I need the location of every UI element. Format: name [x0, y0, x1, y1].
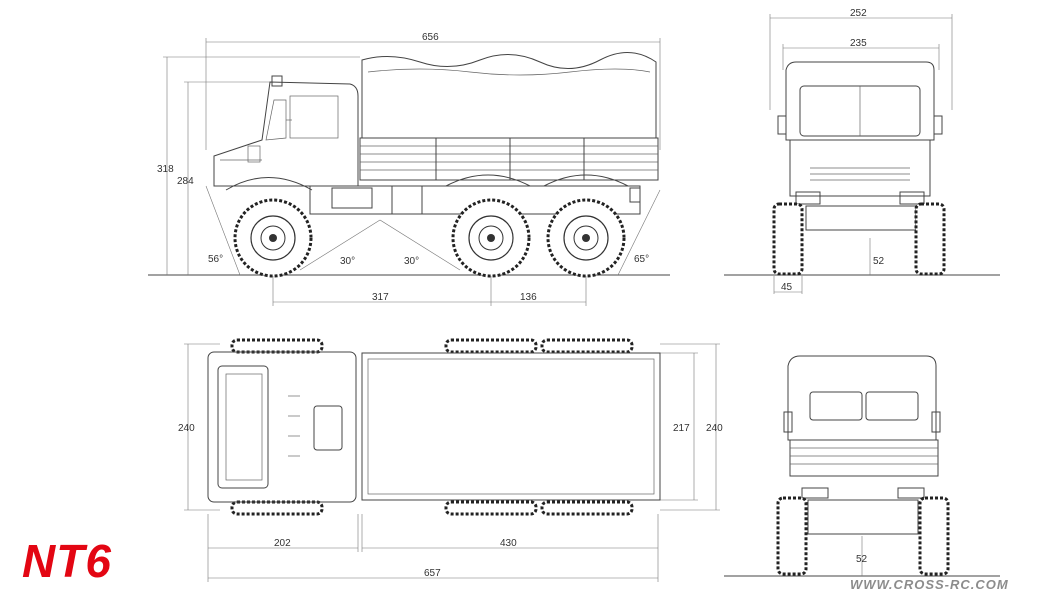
- front-tire-width-label: 45: [781, 282, 793, 293]
- front-mirror-left: [777, 115, 787, 135]
- front-ground-clearance-label: 52: [873, 256, 885, 267]
- top-cab-roof: [217, 365, 269, 489]
- top-front-tire-left: [230, 338, 324, 354]
- rear-tarp: [787, 355, 937, 441]
- top-overall-length-label: 657: [424, 568, 441, 579]
- middle-wheel: [451, 198, 531, 278]
- side-cab-height-label: 284: [177, 176, 194, 187]
- rear-tire-left: [776, 496, 808, 576]
- top-rear-tire-left: [540, 338, 634, 354]
- front-mirror-right: [933, 115, 943, 135]
- front-axle: [805, 205, 917, 231]
- battery-box: [391, 185, 423, 215]
- departure-angle-label: 65°: [634, 254, 649, 265]
- side-view: 656 318 284: [148, 32, 670, 306]
- breakover-angle-1-label: 30°: [340, 256, 355, 267]
- rear-light-left: [801, 487, 829, 499]
- wheelbase-rear-label: 136: [520, 292, 537, 303]
- front-view: 252 235 52 45: [724, 8, 1000, 294]
- top-mid-tire-right: [444, 500, 538, 516]
- top-bed-width-outer-label: 240: [706, 423, 723, 434]
- wheelbase-front-label: 317: [372, 292, 389, 303]
- breakover-angle-2-label: 30°: [404, 256, 419, 267]
- front-headlight-left: [795, 191, 821, 205]
- top-front-tire-right: [230, 500, 324, 516]
- front-headlight-right: [899, 191, 925, 205]
- side-overall-length-label: 656: [422, 32, 439, 43]
- cargo-bed: [359, 137, 659, 181]
- fuel-tank: [331, 187, 373, 209]
- cab-body: [213, 81, 359, 187]
- cab-side-window: [289, 95, 339, 139]
- front-tarp: [785, 61, 935, 141]
- top-mid-tire-left: [444, 338, 538, 354]
- front-wheel: [233, 198, 313, 278]
- nt6-logo: NT6: [22, 535, 112, 587]
- approach-angle-label: 56°: [208, 254, 223, 265]
- mid-fender: [445, 174, 531, 187]
- rear-tire-right: [918, 496, 950, 576]
- rear-ground-clearance-label: 52: [856, 554, 868, 565]
- cargo-tarp: [361, 52, 657, 139]
- top-cab-length-label: 202: [274, 538, 291, 549]
- rear-tailgate: [789, 439, 939, 477]
- top-rear-tire-right: [540, 500, 634, 516]
- front-tire-right: [914, 202, 946, 276]
- side-overall-height-label: 318: [157, 164, 174, 175]
- headlight: [247, 145, 261, 163]
- front-overall-width-label: 252: [850, 8, 867, 19]
- rear-window-right: [865, 391, 919, 421]
- front-fender: [225, 177, 313, 191]
- rear-fender: [543, 174, 629, 187]
- top-cargo-bed: [361, 352, 661, 501]
- front-cab-width-label: 235: [850, 38, 867, 49]
- top-cab: [207, 351, 357, 503]
- top-view: 240 217 240 2: [178, 338, 723, 582]
- top-bed-width-label: 217: [673, 423, 690, 434]
- windscreen: [265, 99, 287, 141]
- front-grille-area: [789, 139, 931, 197]
- rear-window-left: [809, 391, 863, 421]
- rear-view: 52: [724, 355, 1000, 577]
- front-tire-left: [772, 202, 804, 276]
- top-overall-width-label: 240: [178, 423, 195, 434]
- rear-wheel: [546, 198, 626, 278]
- website-url: WWW.CROSS-RC.COM: [850, 577, 1009, 592]
- rear-light-right: [897, 487, 925, 499]
- mirror: [271, 75, 283, 87]
- top-hatch: [313, 405, 343, 451]
- top-bed-length-label: 430: [500, 538, 517, 549]
- rear-axle: [807, 499, 919, 535]
